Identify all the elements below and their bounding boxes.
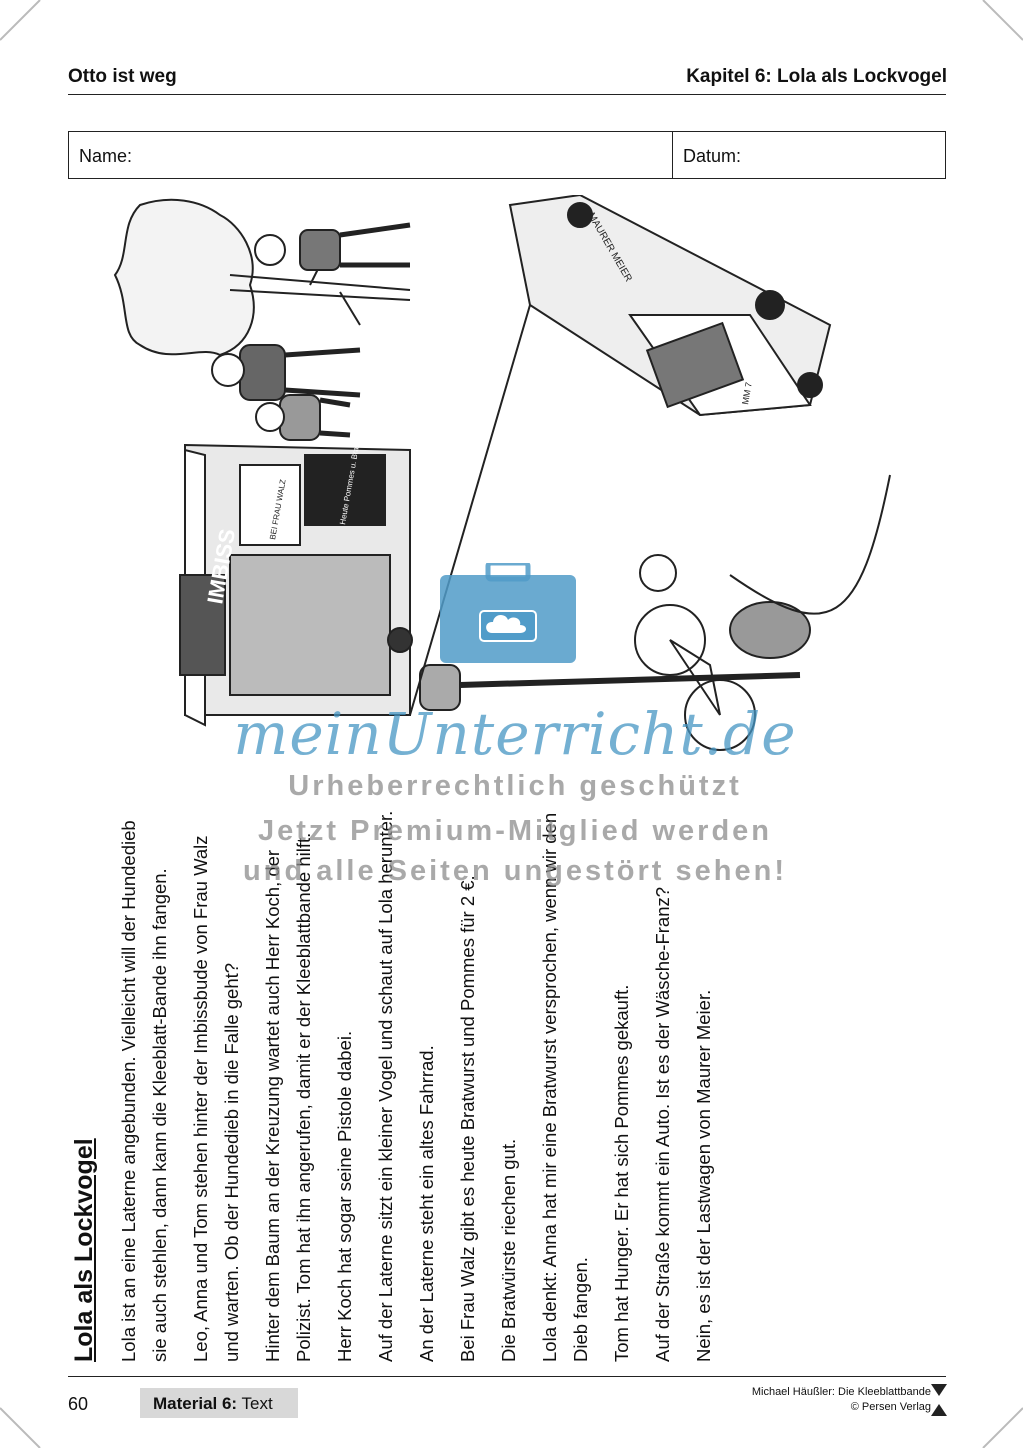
publisher-credit: Michael Häußler: Die Kleeblattbande © Pe… <box>752 1385 931 1415</box>
material-type: Text <box>241 1394 273 1413</box>
header-rule <box>68 94 946 95</box>
truck-vehicle <box>409 195 832 716</box>
material-badge: Material 6: Text <box>140 1388 298 1418</box>
page-number: 60 <box>68 1394 89 1414</box>
date-label: Datum: <box>683 146 742 166</box>
name-label: Name: <box>79 146 133 166</box>
date-field[interactable]: Datum: <box>673 132 945 178</box>
bicycle-and-dog <box>634 474 891 751</box>
policeman-figure <box>254 222 411 271</box>
name-field[interactable]: Name: <box>69 132 673 178</box>
header-left-title: Otto ist weg <box>68 66 177 87</box>
story-title: Lola als Lockvogel <box>70 1138 98 1362</box>
kids-group <box>211 344 361 441</box>
watermark-line-3: und alle Seiten ungestört sehen! <box>243 855 787 887</box>
credit-line-1: Michael Häußler: Die Kleeblattbande <box>751 1386 931 1398</box>
watermark-line-1: Urheberrechtlich geschützt <box>288 770 742 802</box>
header-chapter-title: Kapitel 6: Lola als Lockvogel <box>686 66 947 87</box>
briefcase-cloud-icon <box>440 563 576 663</box>
story-illustration: IMBISS BEI FRAU WALZ Heute Pommes u. Bra… <box>113 195 891 751</box>
tree-icon <box>113 198 411 357</box>
name-date-box: Name: Datum: <box>68 131 946 179</box>
watermark-line-2: Jetzt Premium-Mitglied werden <box>257 815 772 847</box>
watermark-brand: meinUnterricht.de <box>233 700 797 768</box>
credit-line-2: © Persen Verlag <box>850 1401 931 1413</box>
license-plate: MM 7 <box>740 381 754 405</box>
footer-rule <box>68 1376 946 1377</box>
persen-logo-icon <box>931 1384 947 1416</box>
imbiss-kiosk <box>179 443 411 727</box>
street-lamp <box>387 627 801 711</box>
material-label: Material 6: <box>153 1394 238 1413</box>
